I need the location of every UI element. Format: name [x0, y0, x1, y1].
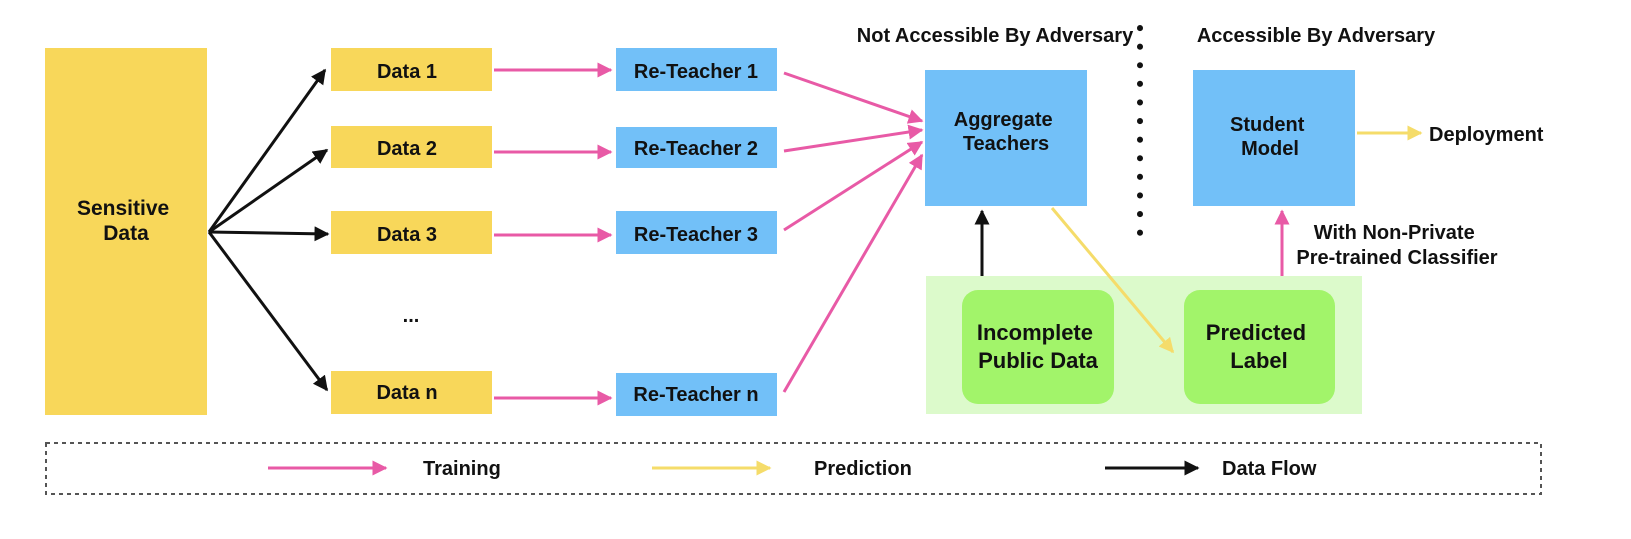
data-label-n: Data n	[376, 382, 437, 404]
data-box-3	[331, 211, 492, 254]
legend-training-label: Training	[423, 458, 501, 480]
classifier-note-line-1: With Non-Private	[1314, 222, 1475, 244]
predicted-label-line-2: Label	[1230, 348, 1287, 373]
sensitive-data-line-2: Data	[103, 222, 149, 245]
predicted-label-text: Predicted Label	[1206, 320, 1312, 373]
data-label-1: Data 1	[377, 61, 437, 83]
data-box-2	[331, 126, 492, 168]
training-arrows-data-to-teachers	[494, 62, 613, 406]
predicted-label-box	[1184, 290, 1335, 404]
aggregate-teachers-line-2: Teachers	[963, 133, 1049, 155]
data-ellipsis: ...	[403, 305, 420, 327]
incomplete-public-data-box	[962, 290, 1114, 404]
student-model-label: Student Model	[1230, 114, 1310, 160]
teacher-label-3: Re-Teacher 3	[634, 224, 758, 246]
teacher-label-1: Re-Teacher 1	[634, 61, 758, 83]
aggregate-teachers-line-1: Aggregate	[954, 109, 1053, 131]
teacher-label-n: Re-Teacher n	[633, 384, 758, 406]
not-accessible-header: Not Accessible By Adversary	[857, 25, 1134, 47]
sensitive-data-box	[45, 48, 207, 415]
teacher-box-2	[616, 127, 777, 168]
classifier-note: With Non-Private Pre-trained Classifier	[1296, 222, 1497, 269]
data-flow-arrows	[207, 68, 330, 392]
sensitive-data-line-1: Sensitive	[77, 197, 169, 220]
teacher-box-n	[616, 373, 777, 416]
teacher-label-2: Re-Teacher 2	[634, 138, 758, 160]
incomplete-public-data-label: Incomplete Public Data	[977, 320, 1099, 373]
incomplete-public-data-line-1: Incomplete	[977, 320, 1093, 345]
student-model-line-2: Model	[1241, 138, 1299, 160]
sensitive-data-label: Sensitive Data	[77, 197, 175, 245]
data-label-3: Data 3	[377, 224, 437, 246]
data-box-n	[331, 371, 492, 414]
student-model-box	[1193, 70, 1355, 206]
predicted-label-line-1: Predicted	[1206, 320, 1306, 345]
incomplete-public-data-line-2: Public Data	[978, 348, 1099, 373]
deployment-label: Deployment	[1429, 124, 1544, 146]
data-label-2: Data 2	[377, 138, 437, 160]
prediction-aggregate-to-label	[1050, 207, 1175, 354]
aggregate-teachers-label: Aggregate Teachers	[954, 109, 1058, 155]
legend-box	[45, 442, 1542, 495]
legend-prediction-label: Prediction	[814, 458, 912, 480]
data-box-1	[331, 48, 492, 91]
legend-data-flow-label: Data Flow	[1222, 458, 1317, 480]
teacher-box-1	[616, 48, 777, 91]
teacher-box-3	[616, 211, 777, 254]
student-model-line-1: Student	[1230, 114, 1305, 136]
classifier-note-line-2: Pre-trained Classifier	[1296, 247, 1497, 269]
aggregate-teachers-box	[925, 70, 1087, 206]
training-arrows-teachers-to-aggregate	[782, 71, 924, 393]
accessible-header: Accessible By Adversary	[1197, 25, 1436, 47]
